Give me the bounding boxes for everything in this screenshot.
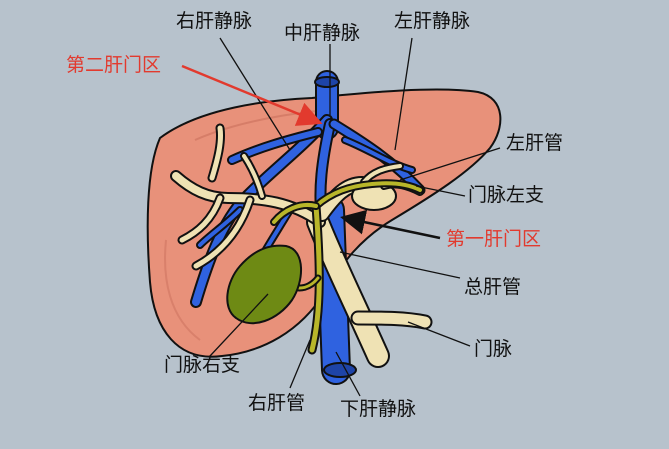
label-left-portal-branch: 门脉左支 <box>468 184 545 206</box>
label-right-portal-branch: 门脉右支 <box>164 354 241 376</box>
gallbladder <box>226 244 303 325</box>
bile-ducts <box>270 179 424 355</box>
label-middle-hepatic-vein: 中肝静脉 <box>284 22 361 44</box>
label-common-hepatic-duct: 总肝管 <box>464 276 522 298</box>
label-inferior-hepatic-vein: 下肝静脉 <box>340 398 417 420</box>
leader-lines <box>209 37 501 397</box>
label-right-hepatic-vein: 右肝静脉 <box>176 10 253 32</box>
label-portal-vein: 门脉 <box>474 338 513 360</box>
label-left-hepatic-duct: 左肝管 <box>506 132 564 154</box>
label-right-hepatic-duct: 右肝管 <box>248 392 306 414</box>
label-first-porta: 第一肝门区 <box>446 228 542 250</box>
label-second-porta: 第二肝门区 <box>66 54 162 76</box>
first-porta-arrow <box>340 209 441 240</box>
label-left-hepatic-vein: 左肝静脉 <box>394 10 471 32</box>
second-porta-arrow <box>181 64 323 126</box>
hepatic-veins <box>190 70 426 385</box>
